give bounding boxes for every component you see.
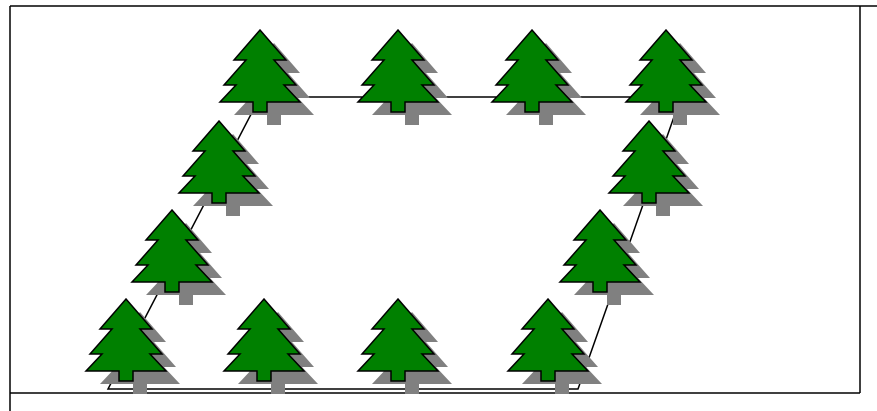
pine-tree-icon — [609, 121, 703, 216]
pine-tree-icon — [358, 299, 452, 394]
tree-group — [86, 30, 720, 394]
pine-tree-icon — [560, 210, 654, 305]
pine-tree-icon — [132, 210, 226, 305]
pine-tree-icon — [220, 30, 314, 125]
pine-tree-icon — [179, 121, 273, 216]
pine-tree-icon — [492, 30, 586, 125]
pine-tree-icon — [508, 299, 602, 394]
pine-tree-icon — [626, 30, 720, 125]
pine-tree-icon — [224, 299, 318, 394]
pine-tree-icon — [86, 299, 180, 394]
pine-tree-icon — [358, 30, 452, 125]
